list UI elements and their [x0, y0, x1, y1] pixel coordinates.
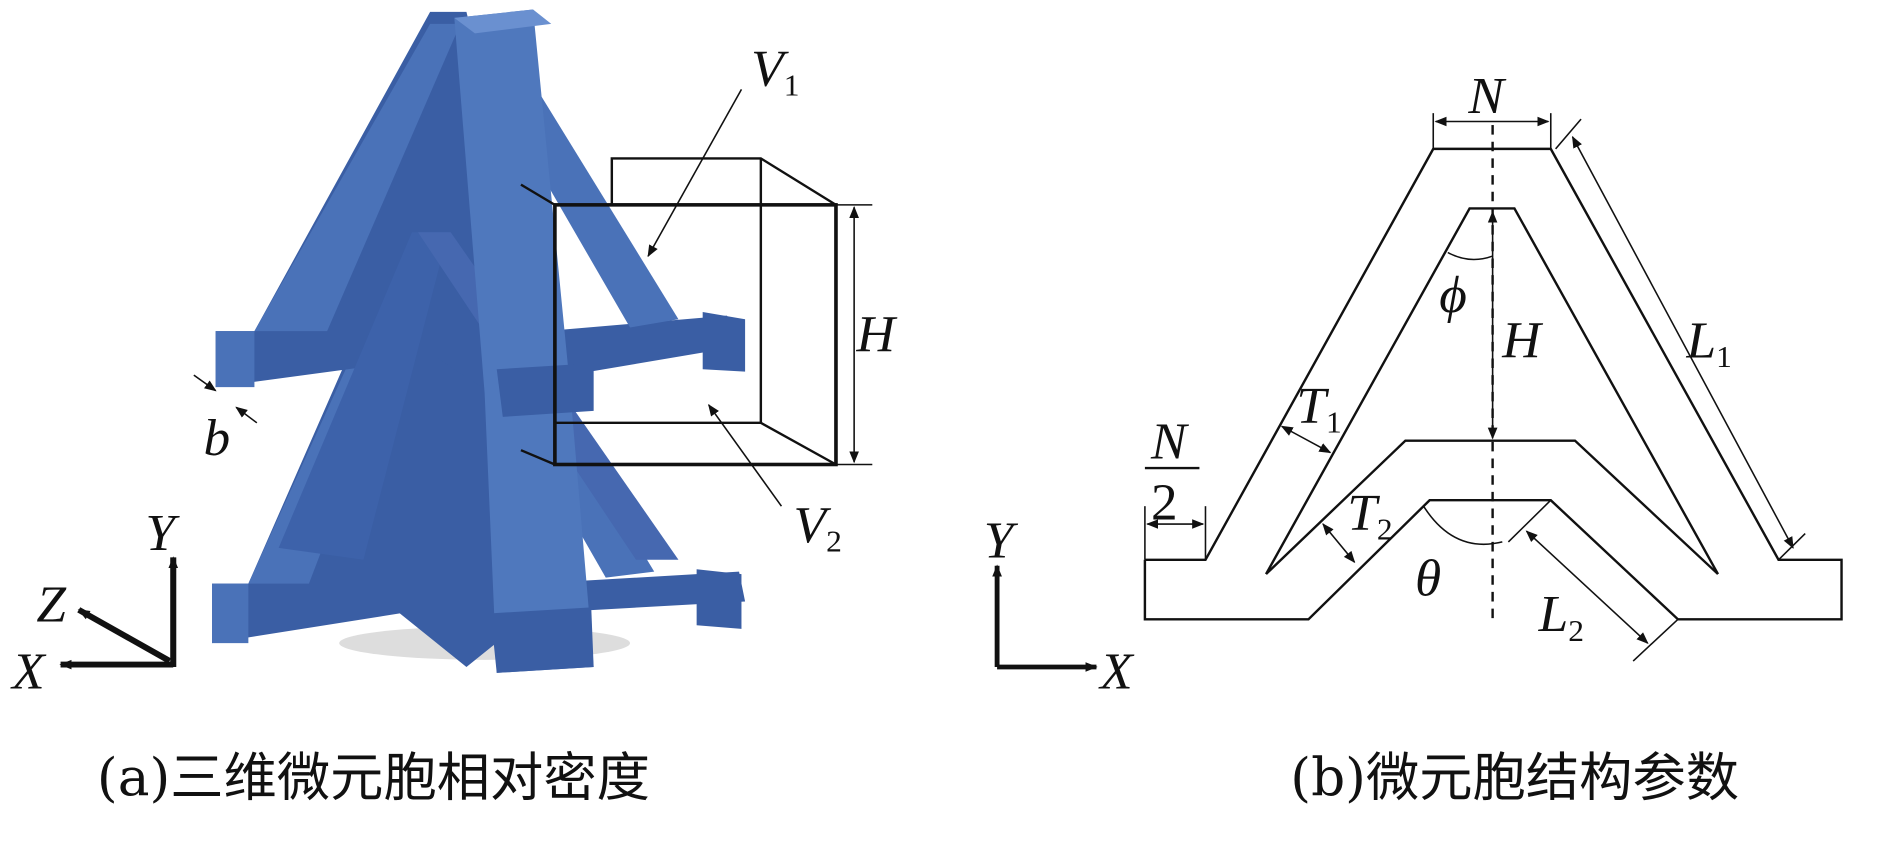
label-L2: L2	[1538, 586, 1584, 648]
axis-label-Y-a: Y	[145, 505, 180, 563]
phi-arc	[1447, 251, 1493, 261]
label-phi: ϕ	[1439, 266, 1467, 324]
caption-b: (b)微元胞结构参数	[1290, 748, 1739, 808]
label-N-top: N	[1467, 68, 1506, 126]
axis-label-X-a: X	[10, 643, 46, 701]
v2-leader	[708, 403, 783, 507]
v1-leader	[647, 88, 743, 258]
label-H-a: H	[856, 306, 898, 364]
theta-arc	[1422, 505, 1503, 546]
label-b: b	[204, 409, 231, 467]
label-T1: T1	[1296, 377, 1341, 439]
unit-cell-outline	[1143, 125, 1843, 621]
label-V1: V1	[751, 40, 799, 102]
label-T2: T2	[1347, 484, 1392, 546]
label-N-half-numerator: N	[1150, 413, 1189, 471]
unit-cell-box	[520, 157, 873, 467]
axis-label-X-b: X	[1098, 643, 1134, 701]
label-H-b: H	[1501, 312, 1543, 370]
lattice-3d-model	[212, 9, 746, 673]
axes-a	[59, 556, 179, 670]
label-theta: θ	[1415, 550, 1441, 608]
label-L1: L1	[1685, 312, 1731, 374]
caption-a: (a)三维微元胞相对密度	[97, 748, 650, 808]
label-N-half-denominator: 2	[1151, 474, 1178, 532]
axis-label-Y-b: Y	[984, 512, 1019, 570]
label-V2: V2	[794, 496, 842, 558]
axis-label-Z-a: Z	[36, 576, 66, 634]
